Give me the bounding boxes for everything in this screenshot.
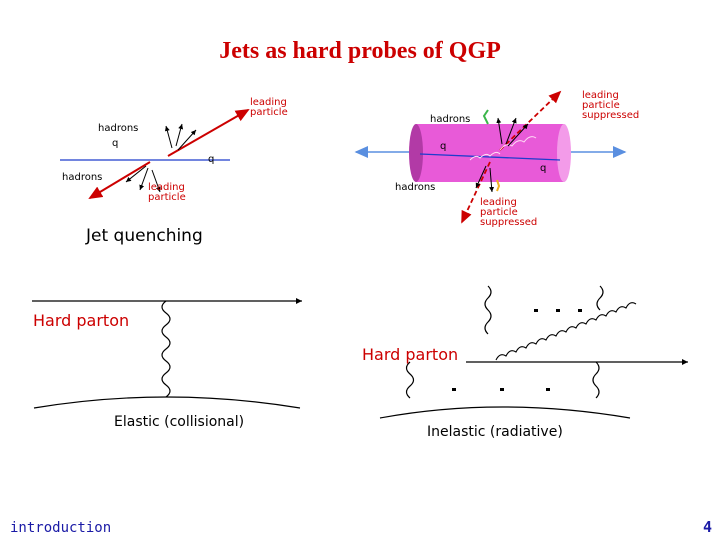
quark-label-medium-left: q <box>440 141 446 152</box>
quark-line-medium <box>419 153 561 161</box>
leading-label-bottom-2: particle <box>148 192 186 203</box>
orange-soft-particle <box>496 179 501 192</box>
quark-label-left: q <box>112 138 118 149</box>
medium-gluon-1 <box>484 285 492 335</box>
radiated-gluon <box>495 302 637 361</box>
leading-label-top-1: leading <box>250 97 287 108</box>
suppressed-particle-arrow-bottom <box>461 161 491 224</box>
dot <box>546 388 550 391</box>
dot <box>500 388 504 391</box>
hard-parton-label-right: Hard parton <box>362 345 459 364</box>
gluon-radiation-middle <box>469 151 501 161</box>
inelastic-label: Inelastic (radiative) <box>427 424 563 440</box>
gluon-radiation-top <box>499 136 537 151</box>
slide-title: Jets as hard probes of QGP <box>219 38 501 64</box>
hadrons-label-bottom: hadrons <box>62 172 102 183</box>
hard-parton-label-left: Hard parton <box>33 311 130 330</box>
jet-quenching-label: Jet quenching <box>86 226 203 246</box>
vacuum-jet-diagram <box>60 109 250 200</box>
suppressed-particle-arrow-top <box>499 90 562 151</box>
suppressed-label-top-3: suppressed <box>582 110 639 121</box>
leading-particle-arrow-top <box>167 109 250 157</box>
leading-particle-arrow-bottom <box>88 161 151 200</box>
quark-label-right: q <box>208 154 214 165</box>
medium-parton-line <box>33 396 301 409</box>
dot <box>452 388 456 391</box>
footer-section-label: introduction <box>10 520 112 536</box>
medium-gluon-2 <box>596 285 604 311</box>
suppressed-label-bottom-1: leading <box>480 197 517 208</box>
hadrons-label-top: hadrons <box>98 123 138 134</box>
page-number: 4 <box>703 518 713 536</box>
elastic-feynman-diagram <box>32 298 302 409</box>
exchanged-gluon <box>161 300 171 398</box>
medium-end-right <box>557 124 571 182</box>
suppressed-label-bottom-3: suppressed <box>480 217 537 228</box>
dot <box>578 309 582 312</box>
hadrons-label-medium-top: hadrons <box>430 114 470 125</box>
medium-end-left <box>409 124 423 182</box>
elastic-label: Elastic (collisional) <box>114 414 245 430</box>
medium-gluon-4 <box>592 361 600 399</box>
green-soft-particle <box>482 109 489 125</box>
hadrons-label-medium-bottom: hadrons <box>395 182 435 193</box>
inelastic-feynman-diagram <box>379 285 688 419</box>
dot <box>556 309 560 312</box>
suppressed-label-top-1: leading <box>582 90 619 101</box>
leading-label-bottom-1: leading <box>148 182 185 193</box>
leading-label-top-2: particle <box>250 107 288 118</box>
suppressed-label-bottom-2: particle <box>480 207 518 218</box>
quark-label-medium-right: q <box>540 163 546 174</box>
medium-jet-diagram <box>354 90 627 224</box>
dot <box>534 309 538 312</box>
suppressed-label-top-2: particle <box>582 100 620 111</box>
medium-parton-line-inelastic <box>379 406 631 419</box>
medium-gluon-3 <box>405 361 415 399</box>
